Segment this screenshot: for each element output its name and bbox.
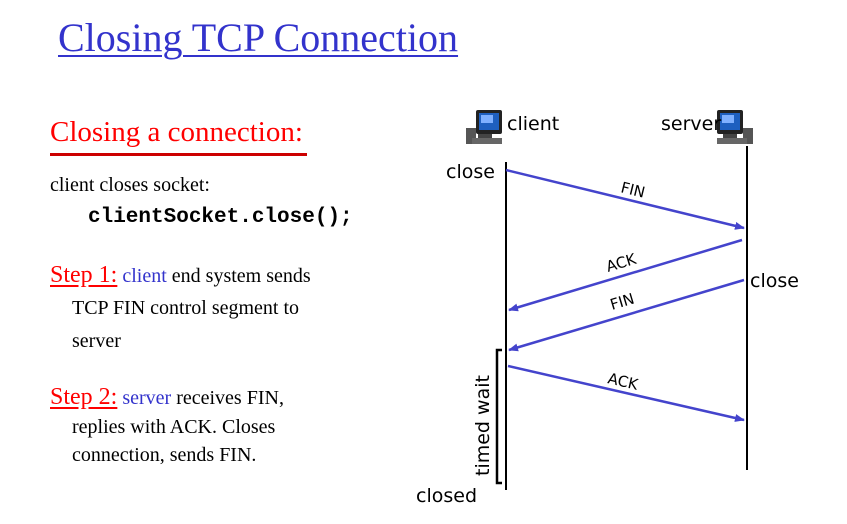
- code-snippet: clientSocket.close();: [88, 206, 353, 229]
- server-label: server: [661, 113, 721, 135]
- step2-label: Step 2:: [50, 384, 118, 410]
- step2-text-3: connection, sends FIN.: [72, 444, 257, 466]
- server-computer-icon: [717, 110, 753, 144]
- section-heading: Closing a connection:: [50, 116, 303, 148]
- step2-text-2: replies with ACK. Closes: [72, 416, 276, 438]
- step1-text-2: TCP FIN control segment to: [72, 297, 300, 319]
- step1-line1: Step 1: client end system sends: [50, 262, 311, 289]
- step2-actor: server: [122, 387, 172, 409]
- client-computer-icon: [466, 110, 502, 144]
- fin-label-2: FIN: [608, 290, 636, 314]
- server-close-label: close: [750, 270, 799, 292]
- client-close-label: close: [446, 161, 495, 183]
- intro-text: client closes socket:: [50, 174, 210, 196]
- step1-text-1: end system sends: [171, 265, 311, 287]
- timed-wait-label: timed wait: [472, 375, 494, 476]
- client-label: client: [507, 113, 559, 135]
- step2-text-1: receives FIN,: [176, 387, 284, 409]
- step1-actor: client: [122, 265, 167, 287]
- closed-label: closed: [416, 485, 477, 507]
- tcp-close-diagram: client server timed wait close close clo…: [416, 110, 799, 507]
- fin-arrow-1: [505, 168, 745, 230]
- timed-wait-bracket: [495, 348, 502, 485]
- fin-arrow-2: [508, 278, 745, 352]
- step2-line1: Step 2: server receives FIN,: [50, 384, 284, 411]
- section-heading-underline: [50, 153, 307, 156]
- step1-label: Step 1:: [50, 262, 118, 288]
- ack-arrow-2: [507, 364, 745, 422]
- fin-label-1: FIN: [619, 178, 647, 201]
- slide-title: Closing TCP Connection: [58, 15, 459, 60]
- ack-arrow-1: [508, 238, 743, 312]
- step1-text-3: server: [72, 330, 121, 352]
